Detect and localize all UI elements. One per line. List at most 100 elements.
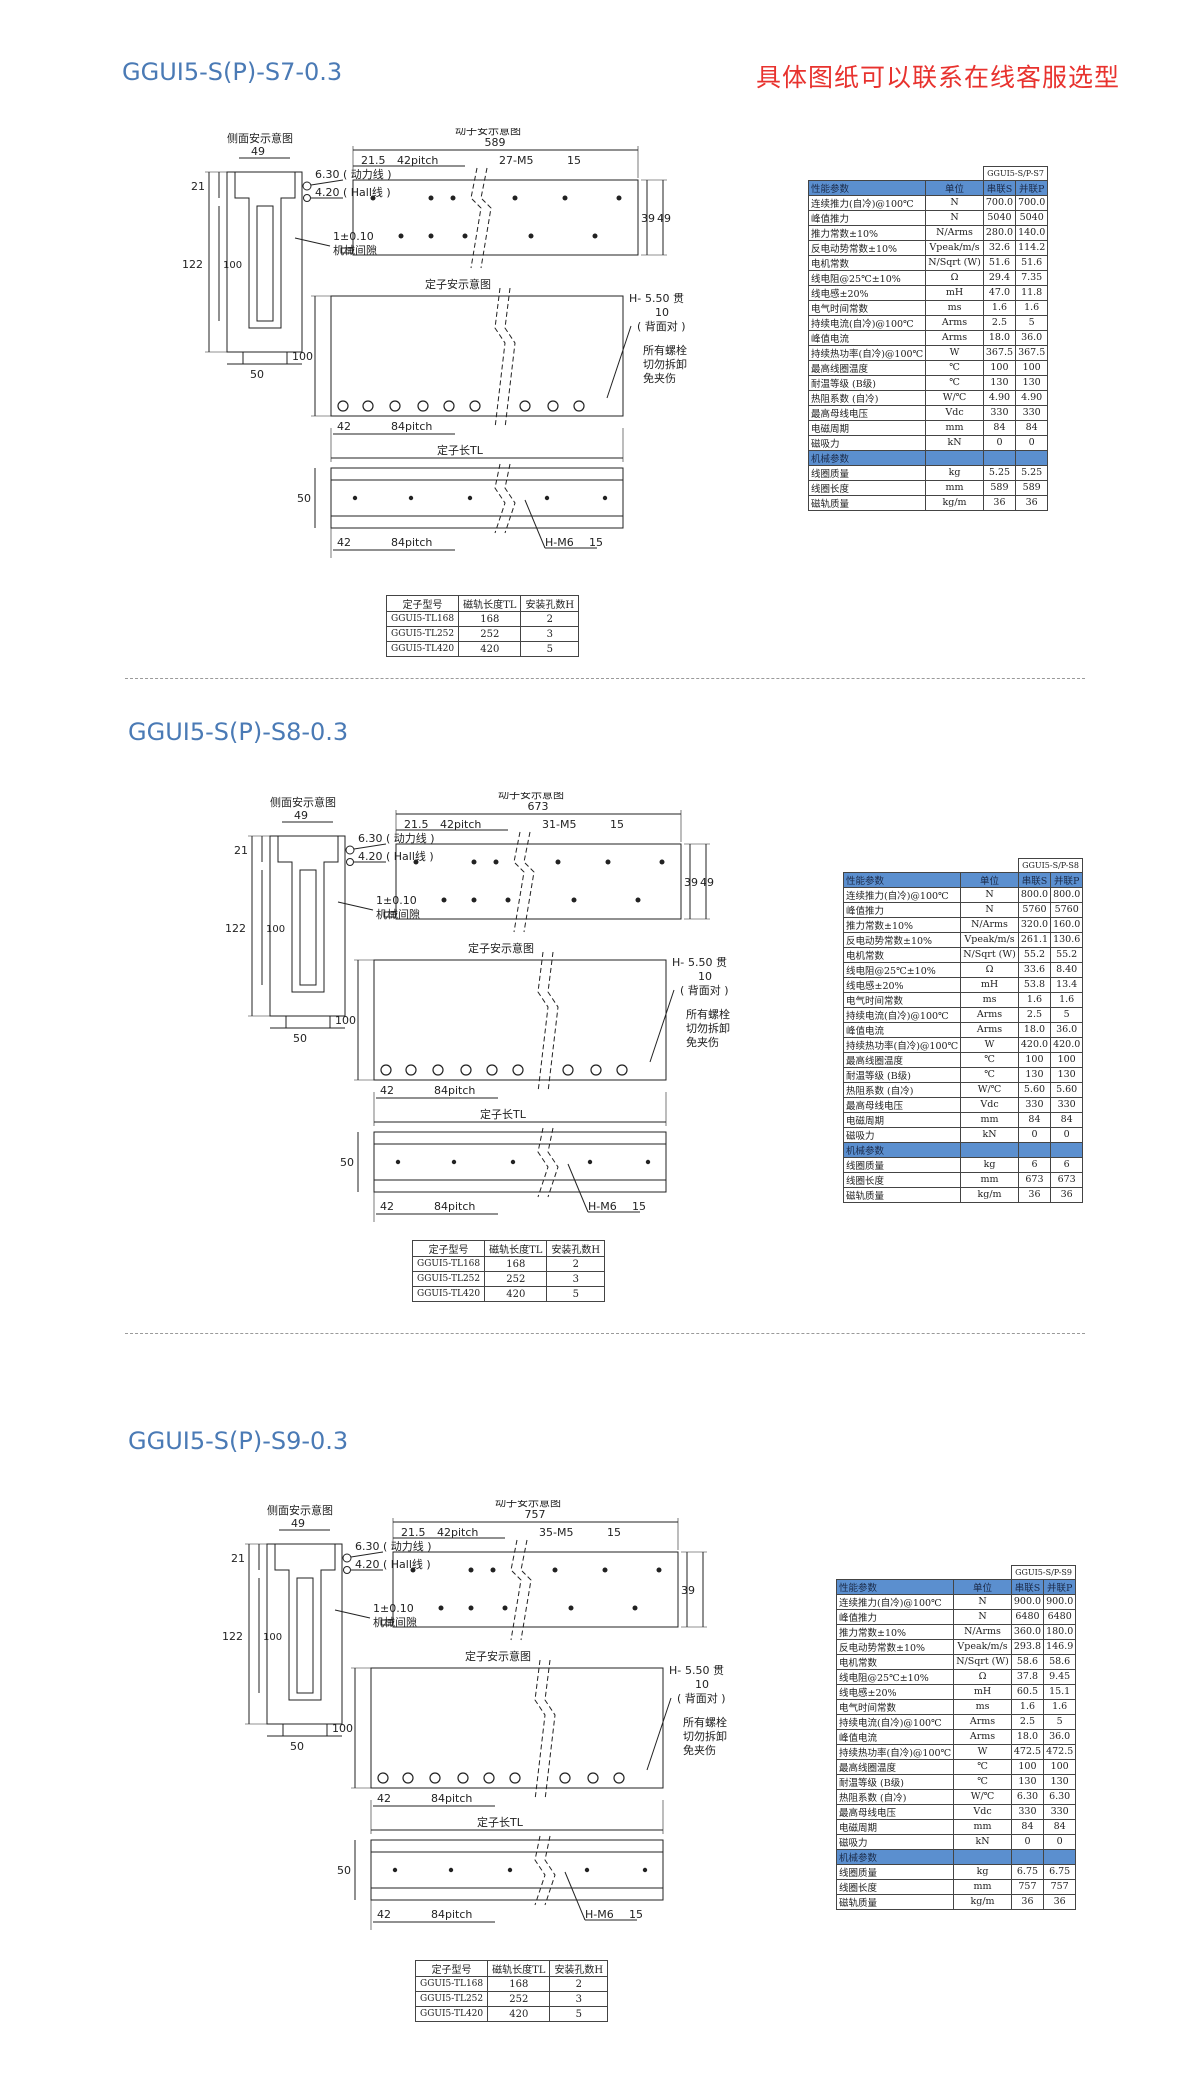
spec-cell: 1.6 — [982, 299, 1017, 316]
spec-cell: 589 — [1015, 479, 1049, 496]
warning-line-2: 切勿拆卸 — [643, 357, 687, 371]
tap-depth: 15 — [607, 1526, 621, 1539]
dim-21-5: 21.5 — [401, 1526, 426, 1539]
spec-cell: 串联S — [1010, 1578, 1045, 1595]
spec-cell: 4.90 — [1015, 389, 1049, 406]
section-divider — [125, 678, 1085, 679]
dim-21: 21 — [234, 844, 248, 857]
stator-cell: 安装孔数H — [549, 1960, 609, 1977]
spec-cell: 130 — [1010, 1773, 1045, 1790]
stator-cell: GGUI5-TL252 — [385, 626, 460, 642]
spec-cell: 800.0 — [1050, 886, 1084, 903]
spec-cell: 0 — [1043, 1833, 1077, 1850]
spec-cell: 电气时间常数 — [807, 299, 927, 316]
spec-cell: 单位 — [953, 1578, 1012, 1595]
spec-cell: 84 — [1017, 1111, 1052, 1128]
stator-cell: GGUI5-TL252 — [411, 1271, 486, 1287]
spec-cell: N/Sqrt (W) — [953, 1653, 1012, 1670]
spec-cell: 单位 — [960, 871, 1019, 888]
spec-cell: 114.2 — [1015, 239, 1049, 256]
dim-39: 39 — [684, 876, 698, 889]
counterbore: 10 — [695, 1678, 709, 1691]
spec-cell: 线电感±20% — [807, 284, 927, 301]
warning-line-3: 免夹伤 — [643, 371, 676, 385]
tapped-holes: 35-M5 — [539, 1526, 573, 1539]
spec-cell: N/Sqrt (W) — [960, 946, 1019, 963]
mover-pitch: 42pitch — [437, 1526, 478, 1539]
back-side: ( 背面对 ) — [677, 1691, 726, 1705]
spec-cell: N — [953, 1608, 1012, 1625]
stator-cell: 3 — [520, 626, 580, 642]
spec-cell: 1.6 — [1017, 991, 1052, 1008]
stator-cell: 252 — [487, 1991, 551, 2007]
spec-cell: 最高线圈温度 — [842, 1051, 962, 1068]
spec-cell: 电磁周期 — [807, 419, 927, 436]
spec-cell: 1.6 — [1050, 991, 1084, 1008]
spec-cell: 36 — [1017, 1186, 1052, 1203]
spec-cell: 最高母线电压 — [842, 1096, 962, 1113]
spec-cell: ms — [925, 299, 984, 316]
dim-49: 49 — [251, 145, 265, 158]
spec-cell: 700.0 — [1015, 194, 1049, 211]
spec-cell: 673 — [1050, 1171, 1084, 1188]
spec-cell: 5.60 — [1017, 1081, 1052, 1098]
stator-holes — [337, 400, 585, 412]
spec-cell: 反电动势常数±10% — [842, 931, 962, 948]
spec-cell: 5760 — [1017, 901, 1052, 918]
spec-cell: 持续热功率(自冷)@100℃ — [807, 344, 927, 361]
m6-tap: H-M6 — [588, 1200, 617, 1213]
spec-cell: 峰值电流 — [807, 329, 927, 346]
spec-cell: 串联S — [982, 179, 1017, 196]
stator-cell: 3 — [546, 1271, 606, 1287]
spec-cell: 589 — [982, 479, 1017, 496]
spec-cell: 耐温等级 (B级) — [842, 1066, 962, 1083]
spec-cell: 11.8 — [1015, 284, 1049, 301]
spec-cell: 84 — [1050, 1111, 1084, 1128]
spec-cell: 18.0 — [1010, 1728, 1045, 1745]
spec-cell: 130.6 — [1050, 931, 1084, 948]
spec-cell: 反电动势常数±10% — [835, 1638, 955, 1655]
spec-cell: 757 — [1010, 1878, 1045, 1895]
spec-cell: 并联P — [1050, 871, 1084, 888]
spec-cell: W/℃ — [953, 1788, 1012, 1805]
side-view-outline — [266, 1543, 343, 1725]
spec-cell: 330 — [1010, 1803, 1045, 1820]
side-view-outline — [269, 835, 346, 1017]
dim-50: 50 — [250, 368, 264, 381]
spec-cell: 热阻系数 (自冷) — [807, 389, 927, 406]
spec-cell: 900.0 — [1043, 1593, 1077, 1610]
side-view-outline — [226, 171, 303, 353]
contact-note: 具体图纸可以联系在线客服选型 — [755, 63, 1120, 92]
spec-model-row: GGUI5-S/P-S7 — [809, 166, 1049, 181]
spec-cell — [1043, 1848, 1077, 1865]
stator-cell: GGUI5-TL252 — [414, 1991, 489, 2007]
spec-cell: 持续热功率(自冷)@100℃ — [835, 1743, 955, 1760]
spec-model: GGUI5-S/P-S8 — [1017, 858, 1084, 873]
spec-cell: 串联S — [1017, 871, 1052, 888]
spec-cell: 线电感±20% — [835, 1683, 955, 1700]
counterbore: 10 — [655, 306, 669, 319]
spec-cell: 100 — [1015, 359, 1049, 376]
spec-cell: 800.0 — [1017, 886, 1052, 903]
m6-tap: H-M6 — [545, 536, 574, 549]
warning-line-3: 免夹伤 — [683, 1743, 716, 1757]
dim-122: 122 — [222, 1630, 243, 1643]
spec-cell: Arms — [953, 1728, 1012, 1745]
spec-cell: 757 — [1043, 1878, 1077, 1895]
stator-side-holes — [395, 1159, 651, 1165]
spec-cell: 耐温等级 (B级) — [835, 1773, 955, 1790]
section-divider — [125, 1333, 1085, 1334]
spec-cell: Arms — [925, 329, 984, 346]
